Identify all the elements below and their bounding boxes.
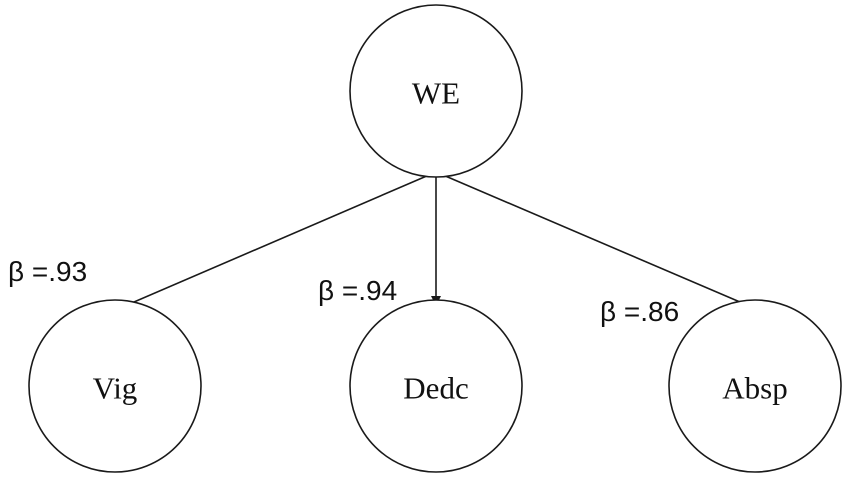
node-absp-label: Absp xyxy=(722,371,787,406)
node-we-label: WE xyxy=(412,76,460,111)
node-dedc: Dedc xyxy=(349,299,523,473)
node-dedc-label: Dedc xyxy=(403,371,468,406)
node-dedc-circle xyxy=(349,299,523,473)
node-we: WE xyxy=(349,4,523,178)
node-vig-label: Vig xyxy=(93,371,138,406)
node-vig: Vig xyxy=(28,299,202,473)
edge-label-absp: β =.86 xyxy=(600,296,679,327)
node-absp: Absp xyxy=(668,299,842,473)
node-vig-circle xyxy=(28,299,202,473)
edge-we-to-vig xyxy=(119,171,437,310)
edge-we-to-absp xyxy=(435,171,755,310)
node-absp-circle xyxy=(668,299,842,473)
node-we-circle xyxy=(349,4,523,178)
edge-label-dedc: β =.94 xyxy=(318,275,397,306)
edge-label-vig: β =.93 xyxy=(8,256,87,287)
